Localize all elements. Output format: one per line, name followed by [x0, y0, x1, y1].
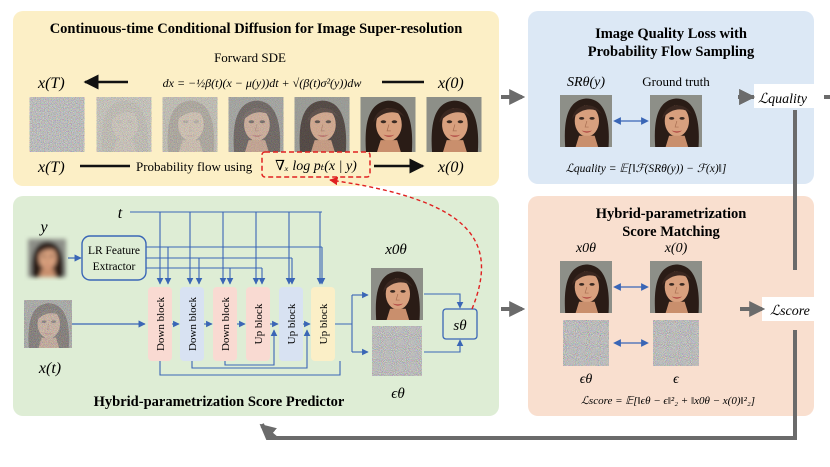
probability-flow-text: Probability flow using: [136, 159, 253, 174]
quality-title-line2: Probability Flow Sampling: [588, 44, 755, 60]
score-matching-title-line1: Hybrid-parametrization: [596, 206, 747, 222]
block-label: Up block: [253, 303, 265, 344]
x0-label: x(0): [664, 241, 688, 256]
block-label: Down block: [220, 296, 232, 351]
blurred-portrait-image: [27, 239, 67, 277]
up-block-1: [246, 287, 270, 361]
score-highlight-box: [261, 151, 371, 178]
block-label: Down block: [155, 296, 167, 351]
noisy-portrait-image: [228, 97, 284, 152]
unet-blocks: Down block Down block Down block Up bloc…: [148, 287, 335, 361]
conditioning-wires: [130, 211, 322, 269]
noisy-portrait-image: [96, 97, 152, 152]
predicted-x0-portrait-image: [370, 268, 424, 320]
x-T-top: x(T): [37, 75, 65, 92]
ground-truth-label: Ground truth: [642, 74, 710, 89]
block-label: Up block: [286, 303, 298, 344]
x0-to-stheta-arrow: [424, 293, 464, 309]
y-label: y: [38, 219, 48, 236]
eps-to-stheta-arrow: [424, 339, 464, 353]
t-label: t: [118, 205, 123, 222]
eps-theta-label: ϵθ: [580, 372, 593, 387]
portrait-image: [426, 97, 482, 152]
down-block-1: [148, 287, 172, 361]
block-label: Down block: [187, 296, 199, 351]
x0-portrait-image: [650, 261, 702, 313]
eps-theta-noise-image: [563, 320, 609, 366]
lr-extractor-line2: Extractor: [93, 261, 136, 273]
up-block-3: [311, 287, 335, 361]
quality-loss-equation: ℒquality = 𝔼[‖ℱ(SRθ(y)) − ℱ(x)‖]: [566, 163, 727, 175]
score-feedback-dashed-arrow: [329, 176, 483, 310]
score-function: ∇ₓ log pₜ(x | y): [275, 159, 357, 174]
predictor-eps-theta-label: ϵθ: [391, 386, 405, 402]
predictor-title: Hybrid-parametrization Score Predictor: [94, 394, 345, 410]
lr-extractor-line1: LR Feature: [88, 245, 140, 257]
quality-loss-output: ℒquality: [758, 92, 808, 107]
eps-label: ϵ: [673, 372, 680, 387]
s-theta-box: [442, 308, 478, 340]
noisy-portrait-image: [162, 97, 218, 152]
eps-noise-image: [653, 320, 699, 366]
x-0-bottom: x(0): [437, 159, 464, 176]
forward-sde-equation: dx = −½β(t)(x − μ(y))dt + √(β(t)σ²(y))dw: [163, 76, 362, 90]
predicted-eps-noise-image: [372, 326, 422, 376]
portrait-image: [360, 97, 416, 152]
x-0-top: x(0): [437, 75, 464, 92]
diffusion-title: Continuous-time Conditional Diffusion fo…: [50, 21, 463, 37]
feedback-arrow: [259, 423, 278, 441]
x0theta-portrait-image: [560, 261, 612, 313]
score-loss-equation: ℒscore = 𝔼[‖ϵθ − ϵ‖²₂ + ‖x0θ − x(0)‖²₂]: [581, 395, 755, 407]
x0theta-label: x0θ: [575, 241, 596, 256]
down-block-3: [213, 287, 237, 361]
diffusion-image-strip: [30, 97, 482, 152]
noise-image: [30, 97, 85, 152]
noisy-portrait-image: [294, 97, 350, 152]
sr-portrait-image: [560, 95, 612, 147]
quality-title-line1: Image Quality Loss with: [595, 26, 747, 42]
x-T-bottom: x(T): [37, 159, 65, 176]
score-matching-title-line2: Score Matching: [622, 224, 720, 240]
skip-connections: [159, 329, 341, 376]
block-input-arrows: [156, 212, 326, 285]
predictor-x0theta-label: x0θ: [384, 242, 407, 258]
xt-label: x(t): [38, 360, 61, 377]
down-block-2: [180, 287, 204, 361]
lr-feature-extractor: [81, 235, 147, 281]
forward-sde-label: Forward SDE: [214, 50, 286, 65]
s-theta-label: sθ: [453, 318, 467, 334]
sr-label: SRθ(y): [567, 75, 605, 90]
block-label: Up block: [318, 303, 330, 344]
ground-truth-portrait-image: [650, 95, 702, 147]
score-loss-output: ℒscore: [770, 304, 810, 319]
up-block-2: [279, 287, 303, 361]
